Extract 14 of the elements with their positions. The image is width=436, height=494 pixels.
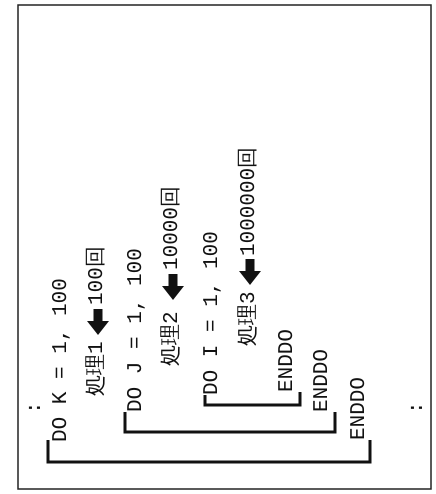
- code-line: ENDDO: [312, 348, 334, 412]
- code-line: DO K = 1, 100: [51, 278, 73, 442]
- code-line: ENDDO: [277, 328, 299, 392]
- code-line: 処理3: [239, 291, 261, 346]
- code-line: 処理1: [87, 341, 109, 396]
- code-line: DO I = 1, 100: [202, 231, 224, 395]
- ellipsis-mark: :: [25, 401, 47, 414]
- count-note: 100回: [87, 246, 109, 305]
- count-note: 1000000回: [239, 146, 261, 256]
- code-line: ENDDO: [349, 376, 371, 440]
- count-note: 10000回: [162, 186, 184, 270]
- code-line: 処理2: [162, 311, 184, 366]
- code-line: DO J = 1, 100: [126, 248, 148, 412]
- ellipsis-mark: :: [407, 401, 429, 414]
